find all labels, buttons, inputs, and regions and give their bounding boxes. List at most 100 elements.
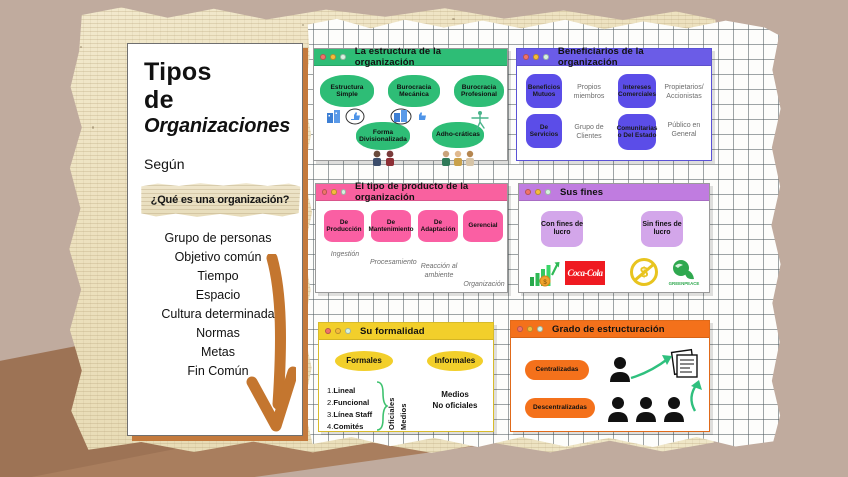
bubble-de-servicios[interactable]: De Servicios bbox=[526, 114, 562, 148]
minimize-dot-icon[interactable] bbox=[335, 328, 341, 334]
list-item: Objetivo común bbox=[174, 249, 262, 264]
close-dot-icon[interactable] bbox=[325, 328, 331, 334]
maximize-dot-icon[interactable] bbox=[542, 54, 549, 60]
minimize-dot-icon[interactable] bbox=[527, 326, 533, 332]
vertical-label-oficiales: Oficiales bbox=[387, 397, 396, 430]
maximize-dot-icon[interactable] bbox=[537, 326, 543, 332]
list-item: Fin Común bbox=[187, 363, 249, 378]
minimize-dot-icon[interactable] bbox=[535, 189, 541, 195]
arrow-up-right-icon bbox=[630, 355, 672, 380]
bubble-estructura-simple[interactable]: Estructura Simple bbox=[320, 75, 374, 107]
maximize-dot-icon[interactable] bbox=[340, 189, 346, 195]
person-icon bbox=[664, 397, 684, 422]
bubble-de-mantenimiento[interactable]: De Mantenimiento bbox=[368, 210, 414, 242]
panel-body: Con fines de lucro Sin fines de lucro $ … bbox=[519, 201, 709, 292]
bubble-burocracia-mecanica[interactable]: Burocracia Mecánica bbox=[388, 75, 440, 107]
documents-icon bbox=[670, 348, 698, 378]
svg-text:$: $ bbox=[543, 280, 547, 286]
bubble-gerencial[interactable]: Gerencial bbox=[463, 210, 503, 242]
list-item: Espacio bbox=[195, 287, 241, 302]
note-reaccion-ambiente: Reacción al ambiente bbox=[420, 263, 458, 279]
bubble-comunitarias-del-estado[interactable]: Comunitarias o Del Estado bbox=[617, 114, 657, 150]
bubble-de-produccion[interactable]: De Producción bbox=[324, 210, 364, 242]
list-item: Grupo de personas bbox=[164, 230, 272, 245]
bubble-adhocraticas[interactable]: Adho-cráticas bbox=[432, 122, 484, 148]
panel-titlebar: Beneficiarios de la organización bbox=[517, 46, 711, 68]
thumbs-up-icon bbox=[416, 112, 426, 120]
group-people-icon bbox=[442, 150, 474, 166]
bubble-burocracia-profesional[interactable]: Burocracia Profesional bbox=[454, 75, 504, 107]
close-dot-icon[interactable] bbox=[322, 189, 328, 195]
bubble-beneficios-mutuos[interactable]: Beneficios Mutuos bbox=[526, 74, 562, 108]
arrow-up-icon bbox=[690, 380, 702, 412]
panel-body: Formales Informales 1.Lineal 2.Funcional… bbox=[319, 340, 493, 431]
close-dot-icon[interactable] bbox=[517, 326, 523, 332]
close-dot-icon[interactable] bbox=[523, 54, 529, 60]
note-ingestion: Ingestión bbox=[330, 251, 360, 258]
bubble-con-fines-lucro[interactable]: Con fines de lucro bbox=[541, 211, 583, 247]
panel-titlebar: Sus fines bbox=[519, 184, 709, 201]
title-card: Tipos de Organizaciones Según ¿Qué es un… bbox=[127, 43, 303, 436]
note-publico-general: Público en General bbox=[667, 122, 701, 138]
panel-title: Su formalidad bbox=[360, 325, 425, 337]
list-item: Cultura determinada bbox=[161, 306, 275, 321]
panel-sus-fines[interactable]: Sus fines Con fines de lucro Sin fines d… bbox=[518, 183, 710, 293]
no-money-icon: $ bbox=[630, 258, 658, 286]
panel-titlebar: El tipo de producto de la organización bbox=[316, 181, 507, 203]
list-item: Tiempo bbox=[197, 268, 239, 283]
bubble-intereses-comerciales[interactable]: Intereses Comerciales bbox=[618, 74, 656, 108]
page-title-line1: Tipos bbox=[144, 58, 212, 86]
maximize-dot-icon[interactable] bbox=[339, 54, 346, 60]
bubble-forma-divisionalizada[interactable]: Forma Divisionalizada bbox=[356, 122, 410, 150]
bubble-de-adaptacion[interactable]: De Adaptación bbox=[418, 210, 458, 242]
list-item: 3.Línea Staff bbox=[327, 409, 373, 419]
list-item: 1.Lineal bbox=[327, 385, 356, 395]
growth-bar-chart-icon: $ bbox=[530, 262, 560, 287]
list-item: 2.Funcional bbox=[327, 397, 370, 407]
coca-cola-logo: Coca-Cola bbox=[565, 261, 605, 285]
person-icon bbox=[636, 397, 656, 422]
question-torn-label: ¿Qué es una organización? bbox=[141, 183, 301, 217]
close-dot-icon[interactable] bbox=[525, 189, 531, 195]
maximize-dot-icon[interactable] bbox=[545, 189, 551, 195]
bubble-descentralizadas[interactable]: Descentralizadas bbox=[525, 398, 595, 418]
panel-tipo-producto[interactable]: El tipo de producto de la organización D… bbox=[315, 181, 508, 293]
question-label-text: ¿Qué es una organización? bbox=[150, 194, 290, 206]
close-dot-icon[interactable] bbox=[320, 54, 326, 60]
vertical-label-medios: Medios bbox=[399, 403, 408, 430]
panel-titlebar: La estructura de la organización bbox=[314, 46, 507, 68]
panel-su-formalidad[interactable]: Su formalidad Formales Informales 1.Line… bbox=[318, 322, 494, 432]
page-title-line3: Organizaciones bbox=[144, 115, 291, 137]
minimize-dot-icon[interactable] bbox=[532, 54, 539, 60]
person-icon bbox=[608, 397, 628, 422]
office-building-icon bbox=[390, 108, 412, 125]
formal-media-list: 1.Lineal 2.Funcional 3.Línea Staff 4.Com… bbox=[327, 384, 372, 433]
segun-label: Según bbox=[144, 156, 185, 172]
two-people-icon bbox=[373, 150, 394, 166]
panel-title: Sus fines bbox=[560, 186, 604, 198]
bubble-informales[interactable]: Informales bbox=[427, 351, 483, 371]
attributes-list: Grupo de personas Objetivo común Tiempo … bbox=[144, 228, 292, 380]
minimize-dot-icon[interactable] bbox=[329, 54, 336, 60]
panel-grado-estructuracion[interactable]: Grado de estructuración Centralizadas De… bbox=[510, 320, 710, 432]
panel-estructura[interactable]: La estructura de la organización Estruct… bbox=[313, 46, 508, 166]
yoga-person-icon bbox=[471, 111, 489, 130]
minimize-dot-icon[interactable] bbox=[331, 189, 337, 195]
bubble-sin-fines-lucro[interactable]: Sin fines de lucro bbox=[641, 211, 683, 247]
panel-title: El tipo de producto de la organización bbox=[354, 181, 469, 203]
panel-beneficiarios[interactable]: Beneficiarios de la organización Benefic… bbox=[516, 46, 712, 161]
thumbs-up-icon bbox=[345, 108, 365, 125]
brace-bracket-icon bbox=[376, 381, 388, 431]
panel-body: Estructura Simple Burocracia Mecánica Bu… bbox=[314, 66, 507, 166]
note-grupo-clientes: Grupo de Clientes bbox=[574, 124, 604, 140]
maximize-dot-icon[interactable] bbox=[345, 328, 351, 334]
bubble-formales[interactable]: Formales bbox=[335, 351, 393, 371]
panel-body: De Producción De Mantenimiento De Adapta… bbox=[316, 201, 507, 292]
panel-title: La estructura de la organización bbox=[354, 46, 442, 68]
coca-cola-logo-text: Coca-Cola bbox=[567, 268, 604, 278]
bubble-centralizadas[interactable]: Centralizadas bbox=[525, 360, 589, 380]
panel-title: Grado de estructuración bbox=[552, 323, 665, 335]
note-propios-miembros: Propios miembros bbox=[573, 84, 605, 100]
panel-titlebar: Su formalidad bbox=[319, 323, 493, 340]
